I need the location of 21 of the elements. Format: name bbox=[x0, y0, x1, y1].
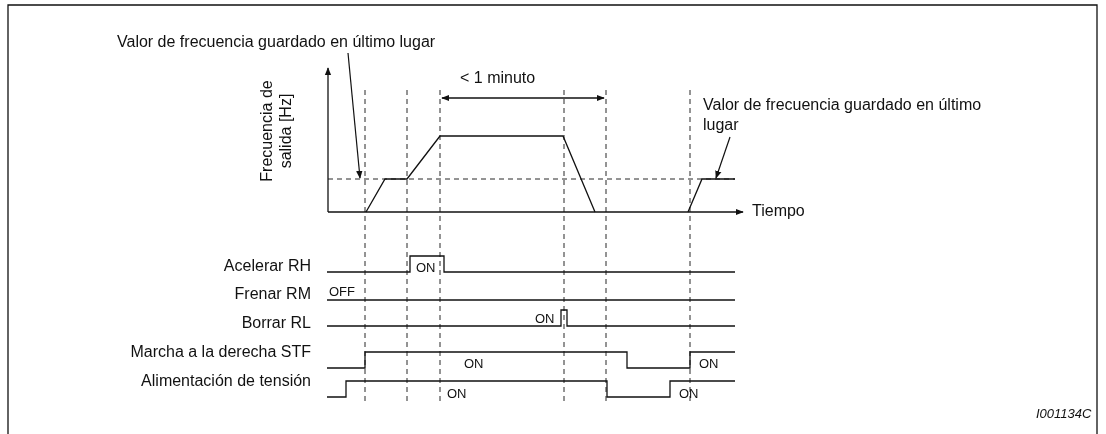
state-label: ON bbox=[699, 355, 719, 373]
state-label: ON bbox=[464, 355, 484, 373]
state-label: ON bbox=[679, 385, 699, 403]
signal-name: Marcha a la derecha STF bbox=[130, 342, 311, 361]
annotation-text: Valor de frecuencia guardado en último lugar bbox=[703, 95, 1003, 135]
state-label: ON bbox=[535, 310, 555, 328]
annotation-text: Valor de frecuencia guardado en último lugar bbox=[117, 32, 537, 52]
state-label: OFF bbox=[329, 283, 355, 301]
signal-name: Frenar RM bbox=[234, 284, 311, 303]
signal-name: Borrar RL bbox=[241, 313, 311, 332]
axis-title: Frecuencia de salida [Hz] bbox=[257, 79, 295, 184]
leader-line bbox=[347, 52, 363, 179]
figure-code: I001134C bbox=[1036, 405, 1092, 423]
state-label: ON bbox=[447, 385, 467, 403]
level-line bbox=[327, 178, 736, 180]
signal-name: Acelerar RH bbox=[223, 256, 311, 275]
axis-label: Tiempo bbox=[752, 201, 805, 220]
dimension-label: < 1 minuto bbox=[460, 68, 536, 87]
signal-name: Alimentación de tensión bbox=[141, 371, 311, 390]
leader-line bbox=[715, 136, 731, 179]
state-label: ON bbox=[416, 259, 436, 277]
